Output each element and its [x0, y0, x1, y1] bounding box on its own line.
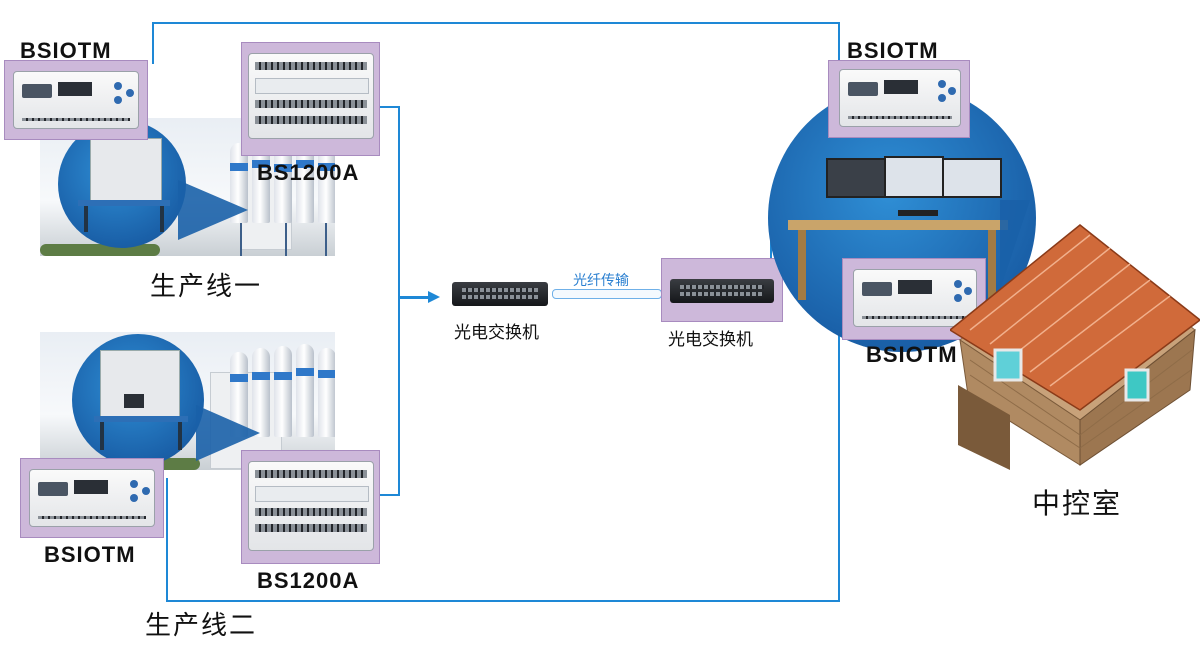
bsiotm-label-top-right: BSIOTM [847, 38, 939, 63]
bsiotm-highlight-top-right [828, 60, 970, 138]
bsiotm-device-icon [29, 469, 155, 527]
monitor-icon [884, 156, 944, 198]
bsiotm-device-icon [853, 269, 977, 327]
switch-right-label: 光电交换机 [668, 330, 753, 350]
wire-top [152, 22, 840, 24]
bsiotm-label-bottom-left: BSIOTM [44, 542, 136, 567]
production-line-1-label: 生产线一 [150, 272, 263, 302]
bs1200a-label-top: BS1200A [257, 160, 360, 185]
wire-bottom [166, 600, 840, 602]
bs1200a-highlight-top [241, 42, 380, 156]
switch-right-highlight [661, 258, 783, 322]
control-room-label: 中控室 [1032, 487, 1123, 520]
bsiotm-highlight-bottom-left [20, 458, 164, 538]
ethernet-switch-left-icon [452, 282, 548, 306]
fiber-link [552, 289, 662, 299]
bsiotm-highlight-top-left [4, 60, 148, 140]
bs1200a-label-bottom: BS1200A [257, 568, 360, 593]
house-icon [950, 224, 1200, 470]
wire-bottom-left-vertical [166, 478, 168, 602]
monitor-icon [826, 158, 886, 198]
switch-left-label: 光电交换机 [454, 323, 539, 343]
ethernet-switch-right-icon [670, 279, 774, 303]
bsiotm-device-icon [839, 69, 961, 127]
zoom-circle-line1 [58, 120, 186, 248]
wire-to-switch [398, 296, 430, 299]
zoom-circle-line2 [72, 334, 204, 466]
bs1200a-device-icon [248, 461, 374, 551]
fiber-label: 光纤传输 [573, 273, 629, 289]
arrow-head-icon [428, 291, 440, 303]
bsiotm-device-icon [13, 71, 139, 129]
bs1200a-device-icon [248, 53, 374, 139]
bsiotm-label-mid-right: BSIOTM [866, 342, 958, 367]
bsiotm-label-top-left: BSIOTM [20, 38, 112, 63]
production-line-2-label: 生产线二 [145, 611, 258, 641]
monitor-icon [942, 158, 1002, 198]
wire-trunk-vertical [398, 106, 400, 496]
control-desk-icon [788, 220, 1008, 230]
bsiotm-highlight-mid-right [842, 258, 986, 340]
wire-left-vertical [152, 22, 154, 64]
zoom-pointer-line1 [178, 180, 248, 240]
bs1200a-highlight-bottom [241, 450, 380, 564]
wire-bs1200a-top-out [380, 106, 400, 108]
wire-bs1200a-bottom-out [380, 494, 400, 496]
